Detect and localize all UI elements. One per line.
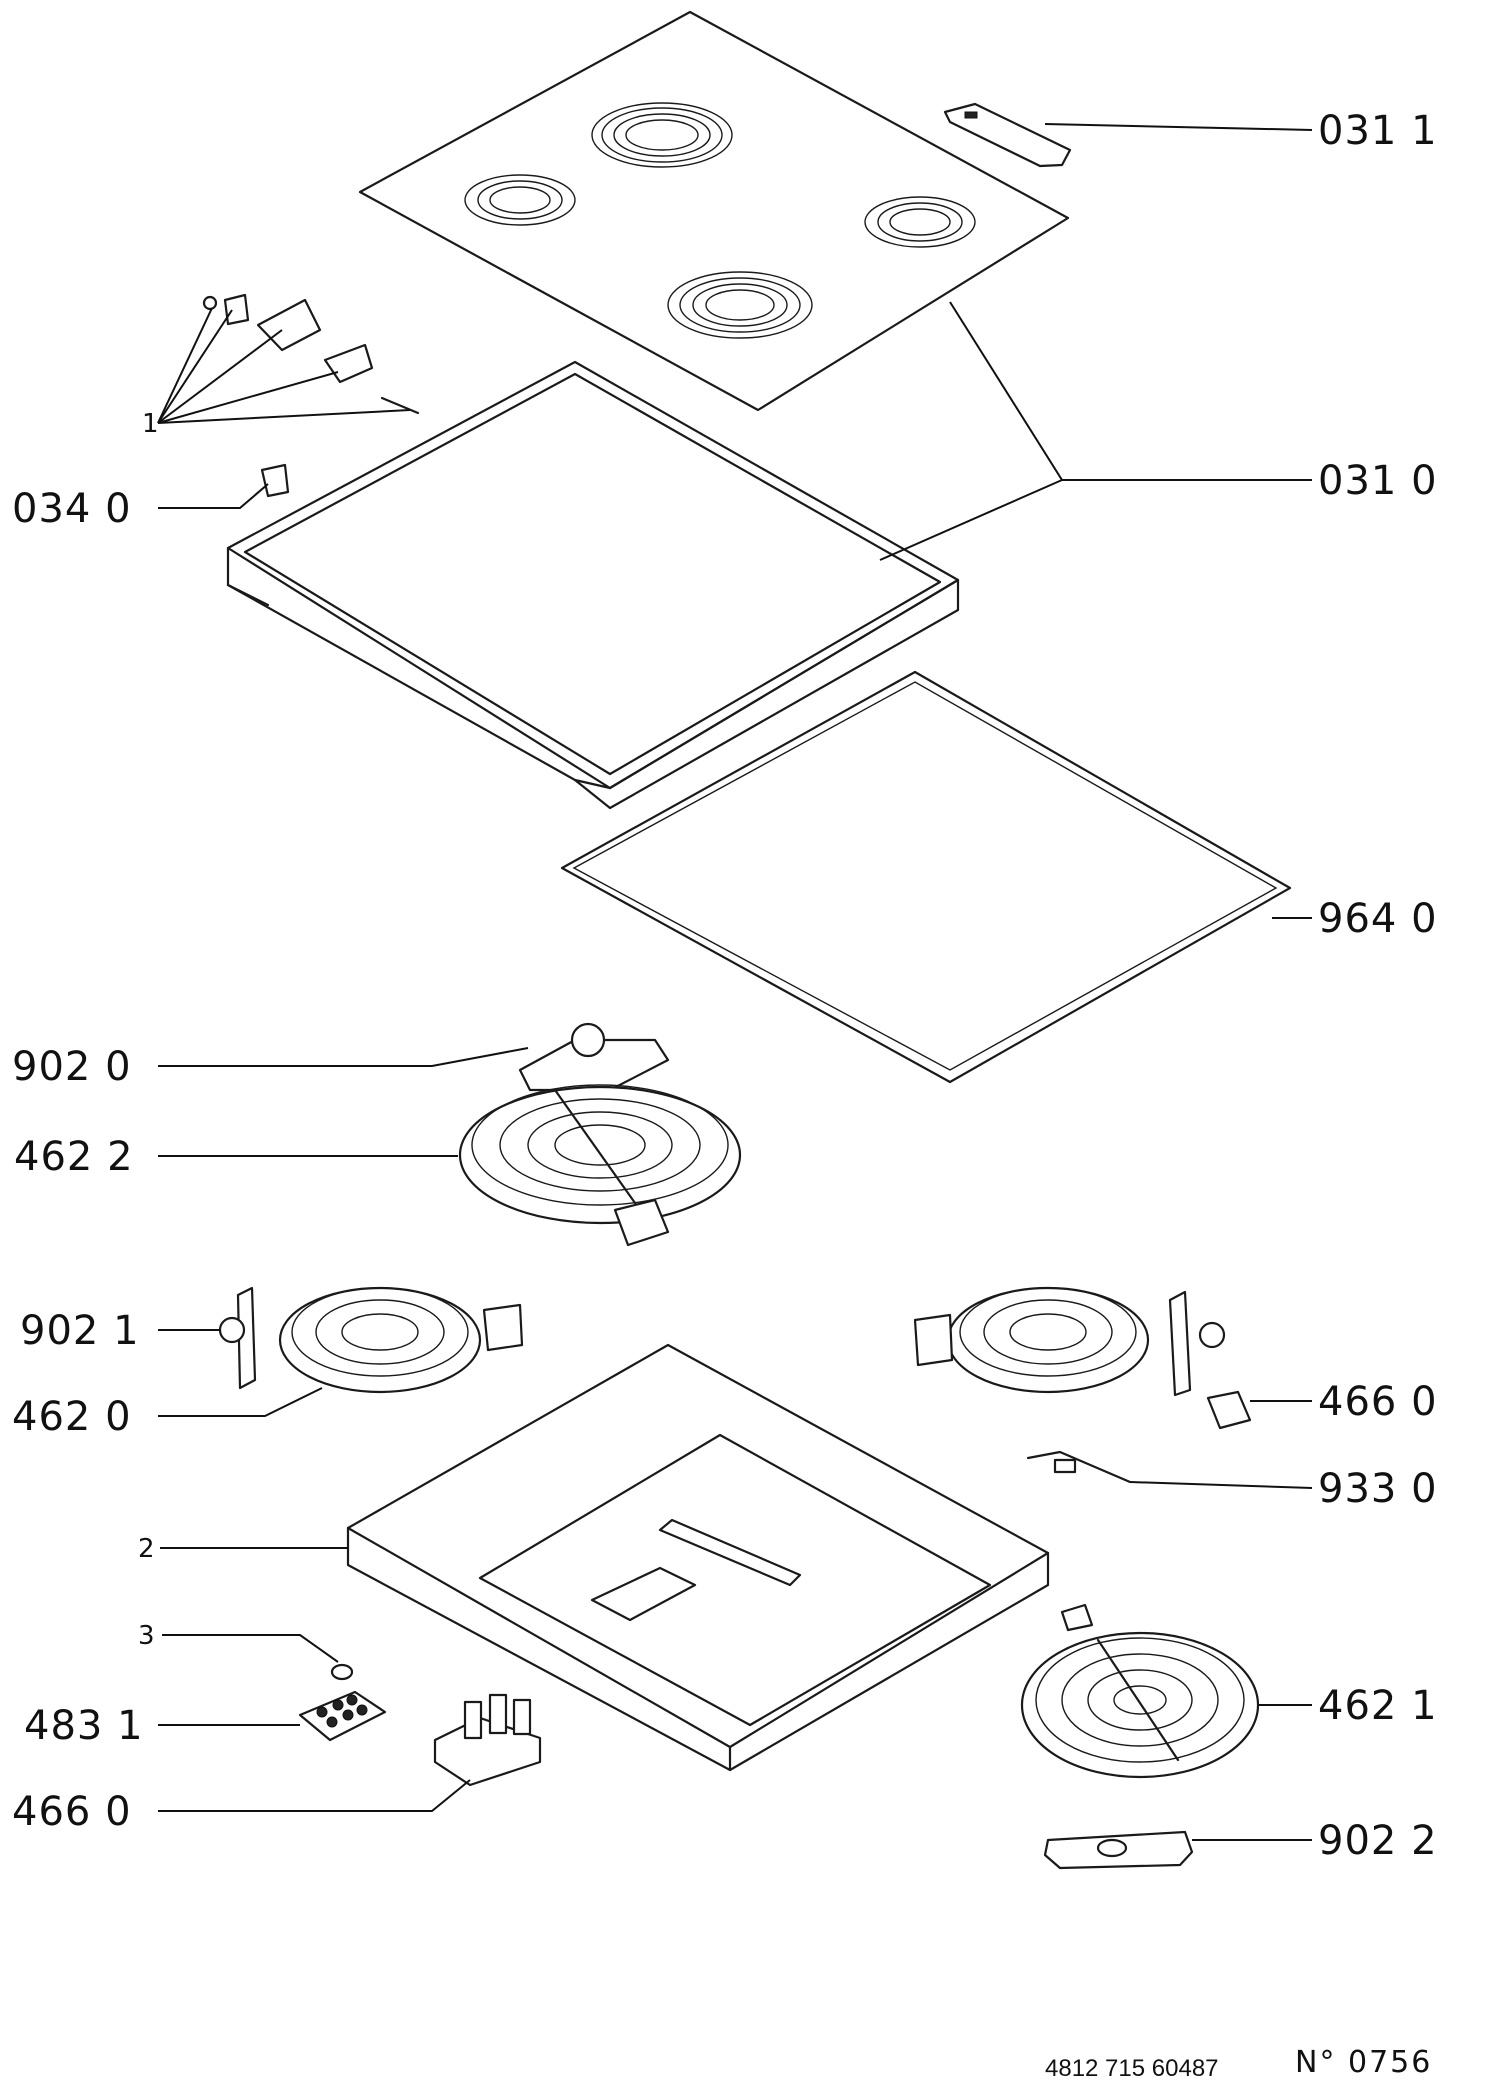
label-3: 3: [138, 1621, 155, 1651]
terminal-block: [298, 1690, 387, 1742]
label-031-0: 031 0: [1318, 458, 1438, 504]
sensor-rod: [1026, 1450, 1132, 1484]
label-483-1: 483 1: [24, 1703, 144, 1749]
bottom-tray: [346, 1343, 1050, 1772]
energy-regulator-switch: [433, 1693, 542, 1787]
label-034-0: 034 0: [12, 486, 132, 532]
small-cap-part: [330, 1663, 354, 1681]
radiant-element-left: [278, 1286, 524, 1394]
label-031-1: 031 1: [1318, 108, 1438, 154]
heating-element-bracket-large: [518, 1022, 670, 1092]
label-902-2: 902 2: [1318, 1818, 1438, 1864]
radiant-element-right: [913, 1286, 1226, 1397]
label-462-0: 462 0: [12, 1394, 132, 1440]
label-1: 1: [142, 409, 159, 439]
label-933-0: 933 0: [1318, 1466, 1438, 1512]
label-466-0-left: 466 0: [12, 1789, 132, 1835]
frame-gasket: [560, 670, 1292, 1084]
top-clip-part: [943, 102, 1072, 168]
frame-clip-part: [260, 463, 290, 498]
label-462-2: 462 2: [14, 1134, 134, 1180]
ceramic-glass-top: [358, 10, 1070, 412]
label-902-1: 902 1: [20, 1308, 140, 1354]
label-964-0: 964 0: [1318, 896, 1438, 942]
document-number: 4812 715 60487: [1045, 2055, 1219, 2082]
label-2: 2: [138, 1534, 155, 1564]
label-466-0-right: 466 0: [1318, 1379, 1438, 1425]
label-462-1: 462 1: [1318, 1683, 1438, 1729]
thermal-limiter-right: [1206, 1390, 1252, 1430]
sheet-number: N° 0756: [1295, 2045, 1432, 2080]
heating-element-bracket-left: [218, 1286, 257, 1390]
heating-element-bracket-bottom: [1043, 1830, 1194, 1870]
leader-lines: [157, 123, 1313, 1841]
cooktop-frame: [226, 360, 960, 810]
radiant-element-lower-right: [1020, 1603, 1260, 1779]
label-902-0: 902 0: [12, 1044, 132, 1090]
radiant-element-large: [458, 1084, 742, 1247]
hinge-hardware-set: [202, 293, 420, 415]
